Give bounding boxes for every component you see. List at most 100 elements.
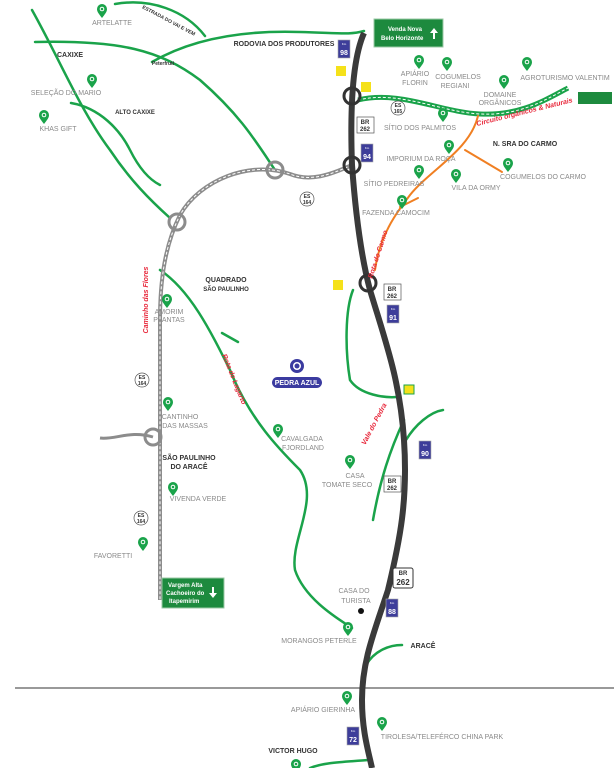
svg-text:SÍTIO PEDREIRAS: SÍTIO PEDREIRAS [364, 179, 425, 188]
svg-text:APIÁRIO: APIÁRIO [401, 69, 430, 78]
poi-pin[interactable] [291, 759, 301, 768]
poi-morangos-peterle[interactable]: MORANGOS PETERLE [281, 622, 357, 645]
poi-vivenda-verde[interactable]: VIVENDA VERDE [168, 482, 227, 503]
poi-selecao-do-mario[interactable]: SELEÇÃO DO MARIO [31, 74, 102, 97]
gas-station-icon [361, 82, 371, 92]
svg-text:88: 88 [388, 609, 396, 616]
poi-tirolesa-china-park[interactable]: TIROLESA/TELEFÉRCO CHINA PARK [377, 717, 504, 741]
svg-text:REGIANI: REGIANI [441, 83, 470, 90]
poi-cantinho-das-massas[interactable]: CANTINHO DAS MASSAS [162, 397, 208, 430]
place-sao-paulinho-do-arace: SÃO PAULINHO [162, 453, 216, 462]
svg-text:COGUMELOS: COGUMELOS [435, 74, 481, 81]
km-marker-90: Km 90 [418, 440, 432, 460]
svg-text:262: 262 [387, 486, 398, 492]
svg-text:TOMATE SECO: TOMATE SECO [322, 482, 373, 489]
svg-text:262: 262 [387, 294, 398, 300]
poi-pedra-azul[interactable]: PEDRA AZUL [272, 359, 322, 388]
svg-text:Belo Horizonte: Belo Horizonte [381, 36, 424, 42]
svg-text:Km: Km [391, 307, 396, 311]
svg-text:SÃO PAULINHO: SÃO PAULINHO [203, 286, 249, 293]
svg-text:Vargem Alta: Vargem Alta [168, 583, 203, 589]
poi-artelatte[interactable]: ARTELATTE [92, 4, 132, 27]
svg-text:BR: BR [388, 287, 397, 293]
svg-text:Km: Km [423, 443, 428, 447]
poi-vila-da-ormy[interactable]: VILA DA ORMY [451, 169, 501, 192]
svg-text:APIÁRIO GIERINHA: APIÁRIO GIERINHA [291, 705, 356, 714]
svg-text:FAZENDA CAMOCIM: FAZENDA CAMOCIM [362, 210, 430, 217]
poi-cogumelos-do-carmo[interactable]: COGUMELOS DO CARMO [500, 158, 587, 181]
svg-text:BR: BR [361, 120, 370, 126]
svg-text:ARTELATTE: ARTELATTE [92, 20, 132, 27]
gas-station-icon [336, 66, 346, 76]
poi-sitio-pedreiras[interactable]: SÍTIO PEDREIRAS [364, 165, 425, 188]
svg-text:TIROLESA/TELEFÉRCO CHINA PARK: TIROLESA/TELEFÉRCO CHINA PARK [381, 732, 504, 741]
svg-text:98: 98 [340, 50, 348, 57]
svg-text:SÍTIO DOS PALMITOS: SÍTIO DOS PALMITOS [384, 123, 456, 132]
svg-text:Km: Km [351, 729, 356, 733]
es-164-road [99, 163, 353, 600]
svg-text:AGROTURISMO VALENTIM: AGROTURISMO VALENTIM [520, 75, 609, 82]
svg-text:TURISTA: TURISTA [341, 598, 371, 605]
svg-text:DAS MASSAS: DAS MASSAS [162, 423, 208, 430]
svg-text:KHAS GIFT: KHAS GIFT [40, 126, 78, 133]
svg-text:164: 164 [137, 519, 146, 525]
route-rota-do-lagarto: Rota do Lagarto [220, 353, 247, 406]
svg-text:SELEÇÃO DO MARIO: SELEÇÃO DO MARIO [31, 88, 102, 97]
direction-sign-east [578, 92, 612, 104]
poi-favoretti[interactable]: FAVORETTI [94, 537, 148, 560]
br-262-highway [348, 31, 409, 768]
svg-text:BR: BR [388, 479, 397, 485]
svg-text:ES: ES [138, 513, 145, 519]
poi-sitio-dos-palmitos[interactable]: SÍTIO DOS PALMITOS [384, 108, 456, 132]
svg-text:164: 164 [303, 200, 312, 206]
km-marker-91: Km 91 [386, 304, 400, 324]
gas-station-icon [333, 280, 343, 290]
route-rota-do-carmo: Rota do Carmo [367, 229, 389, 280]
poi-agroturismo-valentim[interactable]: AGROTURISMO VALENTIM [520, 57, 610, 82]
road-rodovia-dos-produtores: RODOVIA DOS PRODUTORES [234, 41, 335, 48]
svg-text:262: 262 [396, 578, 410, 587]
poi-khas-gift[interactable]: KHAS GIFT [39, 110, 77, 133]
svg-text:Venda Nova: Venda Nova [388, 27, 423, 33]
place-peterfruti: Peterfruti [152, 61, 175, 67]
svg-text:Km: Km [365, 146, 370, 150]
svg-text:FAVORETTI: FAVORETTI [94, 553, 132, 560]
svg-text:90: 90 [421, 451, 429, 458]
svg-text:CAVALGADA: CAVALGADA [281, 436, 323, 443]
poi-fazenda-camocim[interactable]: FAZENDA CAMOCIM [362, 195, 430, 217]
svg-text:VILA DA ORMY: VILA DA ORMY [451, 185, 500, 192]
svg-text:72: 72 [349, 737, 357, 744]
svg-text:165: 165 [394, 109, 403, 115]
poi-apiario-gierinha[interactable]: APIÁRIO GIERINHA [291, 691, 356, 714]
route-caminho-das-flores: Caminho das Flores [143, 266, 150, 333]
svg-text:CANTINHO: CANTINHO [162, 414, 199, 421]
svg-text:91: 91 [389, 315, 397, 322]
poi-imporium-da-roca[interactable]: IMPORIUM DA ROÇA [386, 140, 456, 163]
km-marker-72: Km 72 [346, 726, 360, 746]
place-alto-caxixe: ALTO CAXIXE [115, 110, 155, 116]
svg-text:262: 262 [360, 127, 371, 133]
svg-text:DO ARACÊ: DO ARACÊ [170, 462, 207, 471]
rota-do-carmo-road [374, 115, 503, 271]
poi-cogumelos-regiani[interactable]: COGUMELOS REGIANI [435, 57, 481, 90]
svg-text:PLANTAS: PLANTAS [153, 317, 185, 324]
svg-text:PEDRA AZUL: PEDRA AZUL [275, 380, 320, 387]
direction-sign-south: Vargem Alta Cachoeiro do Itapemirim [161, 577, 225, 609]
svg-text:BR: BR [399, 571, 408, 577]
svg-text:Km: Km [390, 601, 395, 605]
place-victor-hugo: VICTOR HUGO [268, 748, 318, 755]
